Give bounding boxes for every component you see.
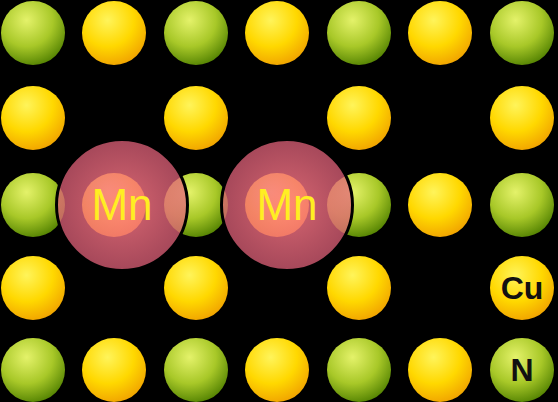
copper-atom (82, 1, 146, 65)
copper-atom (245, 338, 309, 402)
copper-atom (1, 256, 65, 320)
element-symbol: N (510, 354, 533, 386)
copper-atom (327, 256, 391, 320)
label-holder: Mn (91, 183, 152, 227)
manganese-atom: Mn (220, 138, 354, 272)
nitrogen-atom (327, 1, 391, 65)
label-holder: N (510, 354, 533, 386)
atom-circle (490, 256, 554, 320)
nitrogen-atom (490, 1, 554, 65)
copper-atom (164, 256, 228, 320)
nitrogen-atom (164, 338, 228, 402)
copper-atom (408, 173, 472, 237)
atom-circle (222, 140, 353, 271)
element-symbol: Cu (501, 272, 544, 304)
manganese-atom: Mn (55, 138, 189, 272)
nitrogen-atom (1, 338, 65, 402)
nitrogen-atom: N (490, 338, 554, 402)
nitrogen-atom (164, 1, 228, 65)
nitrogen-atom (327, 338, 391, 402)
atom-circle (490, 338, 554, 402)
nitrogen-atom (1, 1, 65, 65)
nitrogen-atom (490, 173, 554, 237)
copper-atom (408, 1, 472, 65)
copper-atom (245, 1, 309, 65)
copper-atom (82, 338, 146, 402)
copper-atom (327, 86, 391, 150)
label-holder: Cu (501, 272, 544, 304)
atom-circle (57, 140, 188, 271)
label-holder: Mn (256, 183, 317, 227)
copper-atom (1, 86, 65, 150)
copper-atom (408, 338, 472, 402)
copper-atom (164, 86, 228, 150)
copper-atom (490, 86, 554, 150)
element-symbol: Mn (256, 183, 317, 227)
copper-atom: Cu (490, 256, 554, 320)
element-symbol: Mn (91, 183, 152, 227)
